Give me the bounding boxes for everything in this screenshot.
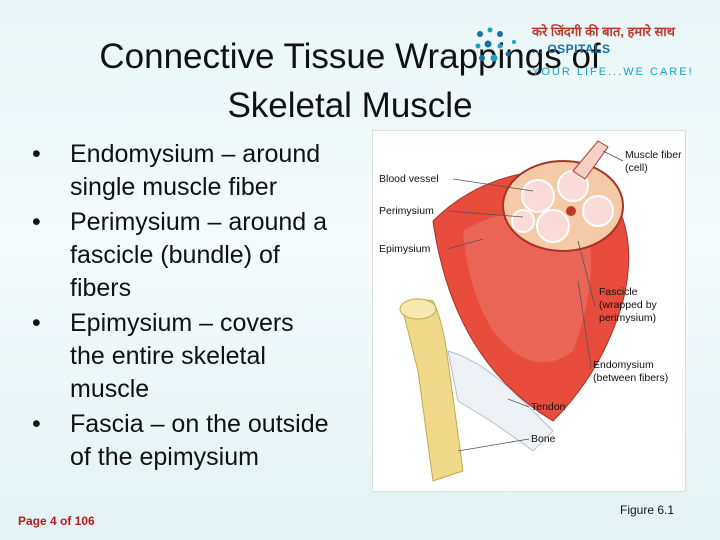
hospital-logo: करे जिंदगी की बात, हमारे साथ ... OSPITAL…: [470, 20, 710, 90]
bullet-epimysium: • Epimysium – covers the entire skeletal…: [28, 307, 373, 406]
bullet-dot: •: [32, 410, 41, 438]
logo-name: ... OSPITALS: [532, 42, 611, 56]
page-number: Page 4 of 106: [18, 514, 95, 528]
bullet-text: of the epimysium: [70, 443, 259, 471]
bullet-perimysium: • Perimysium – around a fascicle (bundle…: [28, 206, 373, 305]
bullet-text: muscle: [70, 375, 150, 403]
slide-title: Connective Tissue Wrappings of Skeletal …: [40, 32, 660, 130]
bullet-dot: •: [32, 309, 41, 337]
label-blood-vessel: Blood vessel: [379, 173, 439, 185]
bullet-text: the entire skeletal: [70, 342, 266, 370]
bullet-text: Fascia – on the outside: [70, 410, 329, 438]
title-line-2: Skeletal Muscle: [227, 86, 473, 125]
bullet-dot: •: [32, 140, 41, 168]
bullet-text: fibers: [70, 274, 132, 302]
bullet-text: fascicle (bundle) of: [70, 241, 280, 269]
bullet-fascia: • Fascia – on the outside of the epimysi…: [28, 408, 373, 474]
title-line-1: Connective Tissue Wrappings of: [99, 37, 601, 76]
label-endomysium: Endomysium (between fibers): [593, 359, 669, 384]
label-muscle-fiber: Muscle fiber (cell): [625, 149, 682, 174]
label-epimysium: Epimysium: [379, 243, 431, 255]
label-perimysium: Perimysium: [379, 205, 434, 217]
label-tendon: Tendon: [531, 401, 566, 413]
logo-tagline-hindi: करे जिंदगी की बात, हमारे साथ: [532, 24, 675, 39]
muscle-anatomy-figure: Blood vessel Perimysium Epimysium Muscle…: [372, 130, 686, 492]
logo-dots-icon: [475, 27, 516, 62]
bullet-text: Epimysium – covers: [70, 309, 294, 337]
bullet-endomysium: • Endomysium – around single muscle fibe…: [28, 138, 373, 204]
figure-caption: Figure 6.1: [620, 503, 675, 517]
bullet-text: Endomysium – around: [70, 140, 321, 168]
muscle-diagram-icon: [399, 140, 630, 482]
label-fascicle: Fascicle (wrapped by perimysium): [599, 286, 657, 324]
bullet-list: • Endomysium – around single muscle fibe…: [28, 138, 373, 476]
logo-tagline: YOUR LIFE...WE CARE!: [532, 66, 694, 78]
label-bone: Bone: [531, 433, 556, 445]
bullet-text: Perimysium – around a: [70, 208, 328, 236]
bullet-dot: •: [32, 208, 41, 236]
bullet-text: single muscle fiber: [70, 173, 278, 201]
